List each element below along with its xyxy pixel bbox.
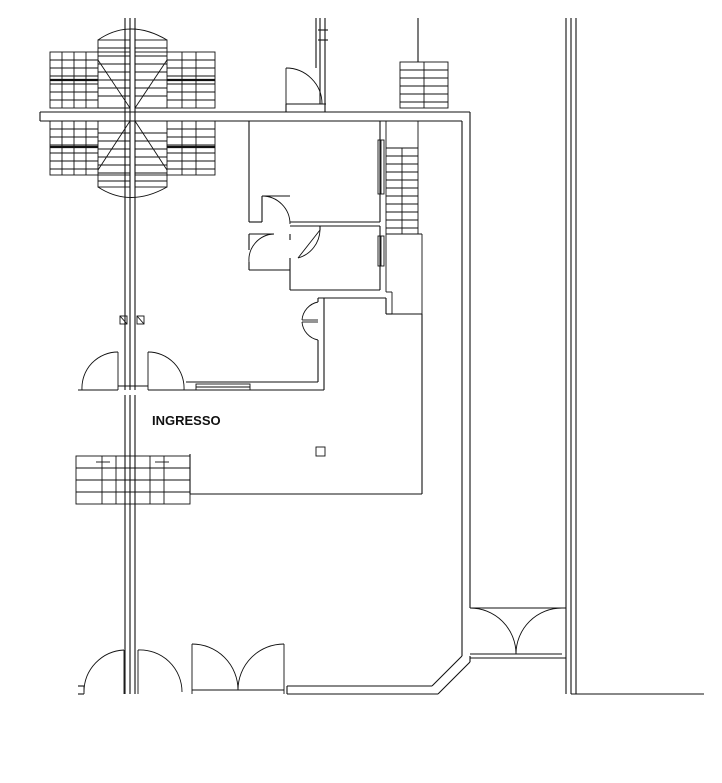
north-shaft — [315, 18, 419, 112]
right-boundary-wall — [565, 18, 704, 695]
bottom-wall — [78, 655, 471, 695]
north-wall — [39, 103, 470, 122]
stair-east-column — [385, 121, 423, 315]
stair-top-right — [399, 61, 449, 109]
spiral-stair-cross — [49, 28, 216, 198]
stair-entrance — [75, 455, 191, 505]
interior-walls — [186, 121, 423, 495]
structural-markers — [119, 315, 326, 457]
window-marks — [195, 139, 385, 391]
central-column-wall — [124, 18, 136, 694]
east-interior-wall — [461, 112, 566, 662]
door-swings — [78, 67, 563, 694]
room-label-ingresso: INGRESSO — [152, 413, 221, 428]
